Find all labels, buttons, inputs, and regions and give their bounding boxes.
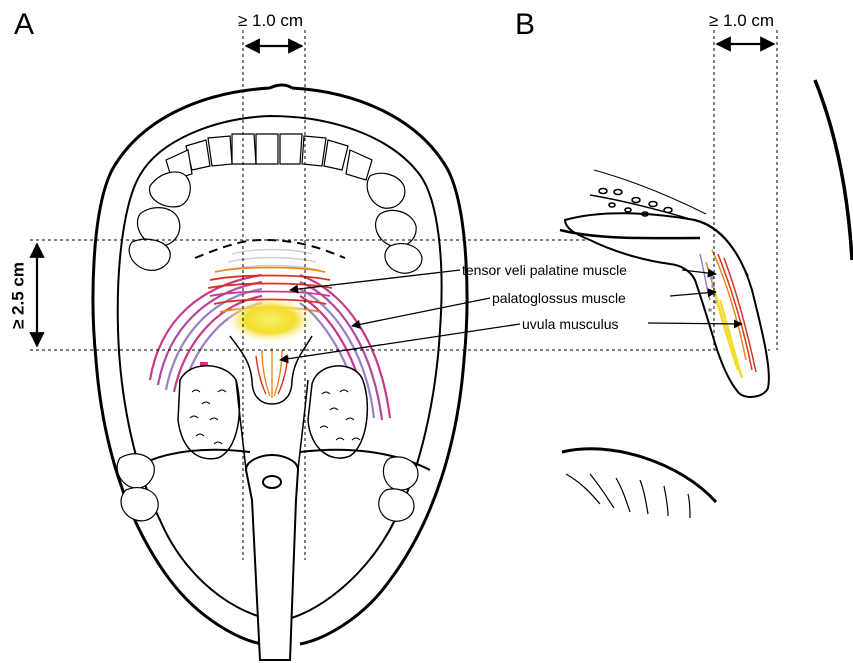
pharyngeal-wall [815, 80, 852, 260]
tongue-fibers [566, 474, 690, 518]
uvula-arrow-a [280, 324, 520, 360]
tensor-arrow-a [290, 270, 460, 290]
palatoglossus-label: palatoglossus muscle [492, 291, 626, 305]
upper-teeth [129, 134, 422, 273]
tensor-label: tensor veli palatine muscle [462, 263, 627, 277]
b-width-label: ≥ 1.0 cm [709, 12, 774, 29]
uvula-fibers [256, 348, 288, 398]
panel-a-drawing [30, 30, 770, 660]
uvula-yellow-zone [228, 300, 312, 344]
tongue-dorsum [562, 449, 716, 502]
palatoglossus-arrow-a [352, 298, 490, 326]
bone-texture [599, 189, 672, 217]
panel-b-letter: B [515, 10, 535, 40]
leader-arrows [280, 270, 742, 360]
a-height-label: ≥ 2.5 cm [10, 256, 27, 336]
panel-a-letter: A [14, 10, 34, 40]
tongue-depressor [246, 455, 298, 660]
pharynx-right [298, 380, 308, 470]
a-width-label: ≥ 1.0 cm [238, 12, 303, 29]
uvula-outline [230, 336, 312, 404]
uvula-label: uvula musculus [522, 317, 619, 331]
